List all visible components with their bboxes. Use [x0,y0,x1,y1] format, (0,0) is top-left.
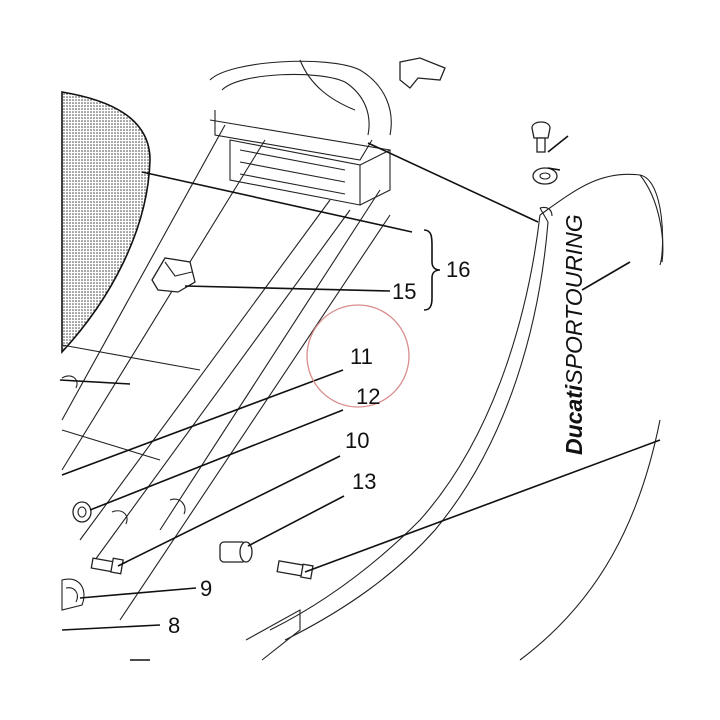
top-washer-hole [539,172,551,180]
callout-15: 15 [392,279,416,304]
side-panel [245,173,664,661]
bracket-16 [423,229,441,311]
callout-8: 8 [168,613,180,638]
screw-part-10 [90,557,124,575]
latch-bracket [399,57,446,89]
callout-11: 11 [350,344,373,369]
ducati-sporttouring-lettering: DucatiSPORTOURING [561,214,587,455]
callout-10: 10 [345,428,369,453]
leader-lines [59,135,661,661]
tail-grab-structure [209,59,392,206]
spacer-part-13 [219,541,253,563]
ducati-wordmark: Ducati [561,384,587,455]
top-washer [532,167,558,185]
svg-text:DucatiSPORTOURING: DucatiSPORTOURING [561,214,587,455]
seat-pad [61,91,151,355]
callout-16: 16 [446,257,470,282]
clip-part-15 [151,257,196,293]
callout-12: 12 [356,384,380,409]
frame-rails [61,119,391,621]
bracket-part-9 [61,578,85,611]
washer-part-12-hole [77,506,87,518]
washer-part-12 [72,501,92,523]
callout-13: 13 [352,469,376,494]
sporttouring-wordmark: SPORTOURING [561,214,587,384]
screw-part-13 [276,560,314,580]
top-bolt [531,121,551,153]
callout-9: 9 [200,576,212,601]
grommet-part [61,375,186,525]
highlight-circle [306,304,410,408]
